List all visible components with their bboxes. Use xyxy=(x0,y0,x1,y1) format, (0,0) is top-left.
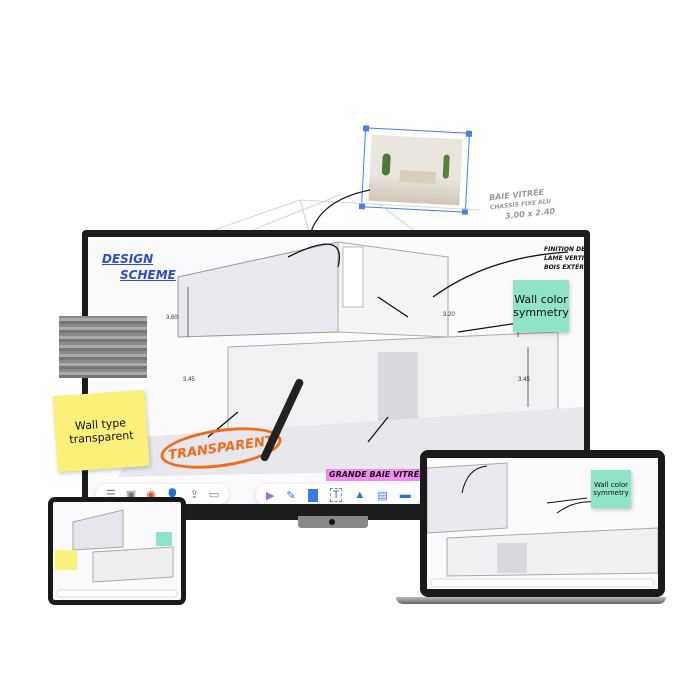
laptop-sticky-note: Wall color symmetry xyxy=(591,470,631,508)
design-scheme-label: DESIGN SCHEME xyxy=(102,251,176,283)
text: FINITION DE FACADE BOIS xyxy=(544,246,584,253)
grande-baie-label: GRANDE BAIE VITRÉE xyxy=(326,469,428,481)
sticky-note-wall-color[interactable]: Wall color symmetry xyxy=(513,280,569,332)
eraser-icon[interactable] xyxy=(307,488,318,502)
laptop-canvas[interactable]: Wall color symmetry xyxy=(427,458,658,589)
resize-handle[interactable] xyxy=(465,130,473,137)
record-icon[interactable]: ◉ xyxy=(146,488,156,501)
shapes-icon[interactable]: ▲ xyxy=(354,489,366,501)
sticky-note-wall-type[interactable]: Wall type transparent xyxy=(52,389,150,473)
dimension-3-60: 3.60 xyxy=(166,315,178,321)
share-icon[interactable]: ⇪ xyxy=(189,488,199,501)
text: SCHEME xyxy=(120,268,176,282)
text: BOIS EXTÉRIEUR TECK. xyxy=(544,264,584,271)
camera-bar xyxy=(298,516,368,528)
save-icon[interactable]: ▣ xyxy=(125,488,137,501)
comment-icon[interactable]: ▭ xyxy=(208,488,220,501)
tools-toolbar: ▶ ✎ T ▲ ▤ ▬ xyxy=(256,484,421,504)
sketch-lines xyxy=(199,189,481,236)
laptop-device: Wall color symmetry xyxy=(420,450,665,597)
dimension-3-45: 3.45 xyxy=(183,377,195,383)
stone-texture-image[interactable] xyxy=(59,316,147,378)
laptop-house-sketch xyxy=(427,462,658,588)
text: GRANDE BAIE VITRÉE xyxy=(329,470,425,479)
laptop-base xyxy=(396,597,666,604)
tablet-house-sketch xyxy=(55,509,178,598)
pen-icon[interactable]: ✎ xyxy=(286,489,296,502)
tablet-device xyxy=(48,497,186,605)
text: LAME VERTICALE. xyxy=(544,255,584,262)
dimension-3-20: 3.20 xyxy=(443,312,455,318)
image-icon[interactable]: ▤ xyxy=(377,489,388,502)
resize-handle[interactable] xyxy=(362,125,370,132)
text-icon[interactable]: T xyxy=(329,488,343,502)
toolbox-icon[interactable]: ▬ xyxy=(399,489,411,501)
finition-label: FINITION DE FACADE BOIS LAME VERTICALE. … xyxy=(544,245,584,272)
lasso-icon[interactable]: ▶ xyxy=(266,489,275,502)
tablet-canvas[interactable] xyxy=(53,502,181,600)
dimension-3-45b: 3.45 xyxy=(518,377,530,383)
text: DESIGN xyxy=(102,252,154,266)
menu-icon[interactable]: ☰ xyxy=(106,488,116,501)
